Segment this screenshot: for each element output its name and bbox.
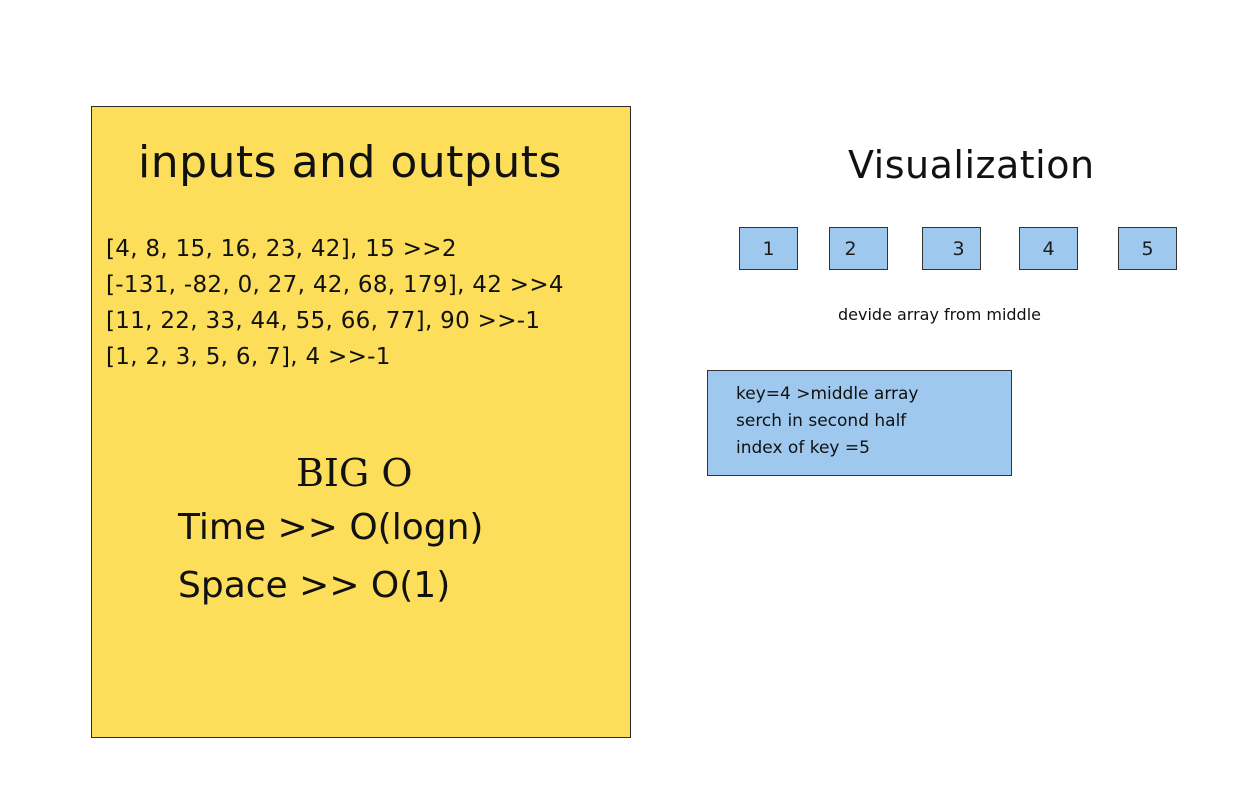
array-cell-value: 4 bbox=[1042, 237, 1055, 260]
array-cell-value: 5 bbox=[1141, 237, 1154, 260]
array-cell-value: 3 bbox=[952, 237, 965, 260]
visualization-title: Visualization bbox=[848, 143, 1095, 187]
example-line: [1, 2, 3, 5, 6, 7], 4 >>-1 bbox=[106, 344, 391, 370]
array-cell-4: 4 bbox=[1019, 227, 1078, 270]
examples-list: [4, 8, 15, 16, 23, 42], 15 >>2 [-131, -8… bbox=[106, 231, 564, 375]
space-complexity: Space >> O(1) bbox=[178, 565, 451, 606]
time-complexity: Time >> O(logn) bbox=[178, 507, 484, 548]
example-line: [-131, -82, 0, 27, 42, 68, 179], 42 >>4 bbox=[106, 272, 564, 298]
inputs-outputs-note: inputs and outputs [4, 8, 15, 16, 23, 42… bbox=[91, 106, 631, 738]
result-line: key=4 >middle array bbox=[736, 384, 919, 404]
divide-caption: devide array from middle bbox=[838, 305, 1041, 324]
array-cell-value: 2 bbox=[844, 237, 857, 260]
example-line: [4, 8, 15, 16, 23, 42], 15 >>2 bbox=[106, 236, 457, 262]
search-result-box: key=4 >middle array serch in second half… bbox=[707, 370, 1012, 476]
array-cell-2: 2 bbox=[829, 227, 888, 270]
result-line: serch in second half bbox=[736, 411, 907, 431]
note-title: inputs and outputs bbox=[138, 137, 562, 188]
array-cell-3: 3 bbox=[922, 227, 981, 270]
array-cell-value: 1 bbox=[762, 237, 775, 260]
array-cell-5: 5 bbox=[1118, 227, 1177, 270]
result-line: index of key =5 bbox=[736, 438, 870, 458]
array-cell-1: 1 bbox=[739, 227, 798, 270]
big-o-heading: BIG O bbox=[296, 451, 413, 495]
example-line: [11, 22, 33, 44, 55, 66, 77], 90 >>-1 bbox=[106, 308, 541, 334]
